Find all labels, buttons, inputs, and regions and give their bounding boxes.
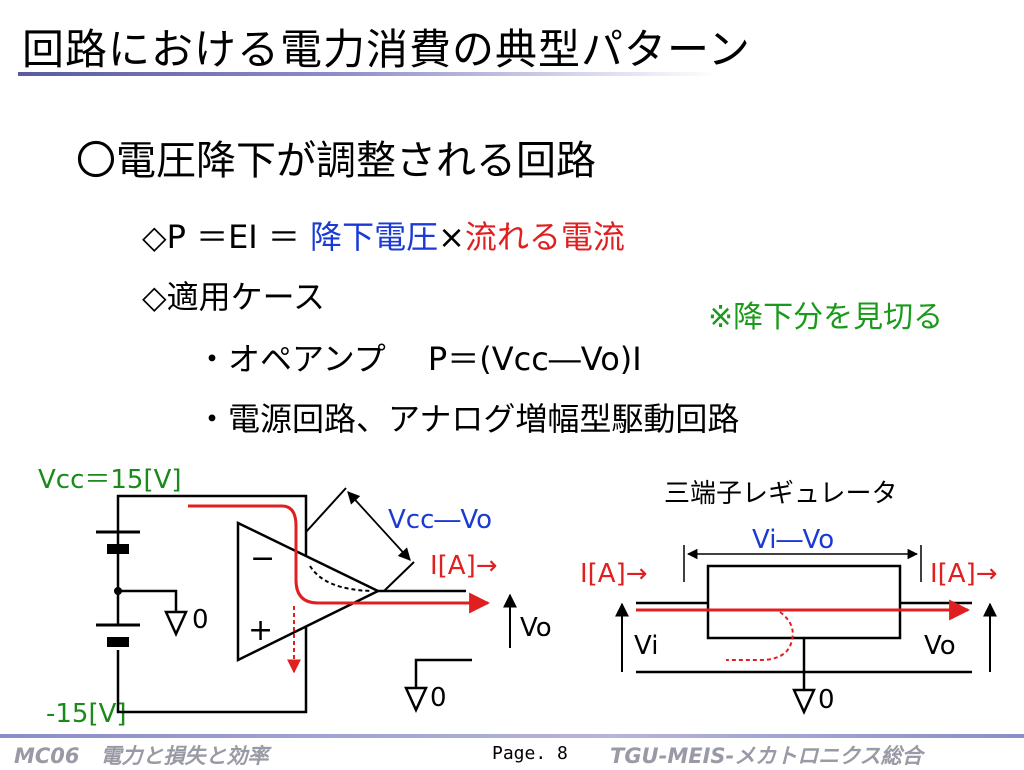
battery-plate xyxy=(107,544,129,554)
reg-ground-label: 0 xyxy=(818,685,835,715)
opamp-plus: + xyxy=(248,613,273,648)
ground-icon xyxy=(404,686,428,714)
reg-drop-label: Vi―Vo xyxy=(752,525,834,555)
cases-label: ◇適用ケース xyxy=(142,278,326,316)
slide-title: 回路における電力消費の典型パターン xyxy=(22,25,751,74)
ground-label-2: 0 xyxy=(430,683,447,713)
opamp-minus: − xyxy=(250,541,275,576)
current-label: I[A]→ xyxy=(430,551,498,581)
ground-icon xyxy=(792,688,816,716)
current-path xyxy=(188,504,491,614)
battery-plate xyxy=(107,637,129,647)
ground-label: 0 xyxy=(192,605,209,635)
drop-arrow xyxy=(347,491,411,561)
power-formula: ◇P ＝EI ＝ 降下電圧×流れる電流 xyxy=(142,212,625,258)
reg-current-out: I[A]→ xyxy=(930,559,998,589)
formula-current: 流れる電流 xyxy=(464,218,625,256)
vo-label: Vo xyxy=(520,613,552,643)
opamp-symbol xyxy=(236,521,381,663)
ground-icon xyxy=(164,610,188,638)
note-text: ※降下分を見切る xyxy=(708,300,944,335)
section-heading: 〇電圧降下が調整される回路 xyxy=(76,138,596,184)
regulator-box xyxy=(706,564,902,640)
reg-current-in: I[A]→ xyxy=(580,559,648,589)
title-underline xyxy=(18,72,718,76)
reg-vo-label: Vo xyxy=(924,631,956,661)
formula-drop-voltage: 降下電圧 xyxy=(310,218,439,256)
opamp-case: ・オペアンプ P＝(Vcc―Vo)I xyxy=(196,340,642,378)
opamp-circuit: Vcc＝15[V] -15[V] 0 − + Vcc―Vo I[A]→ xyxy=(38,465,552,729)
power-circuit-case: ・電源回路、アナログ増幅型駆動回路 xyxy=(196,400,740,438)
formula-times: × xyxy=(438,218,465,256)
regulator-title: 三端子レギュレータ xyxy=(664,479,897,509)
vcc-label: Vcc＝15[V] xyxy=(38,465,182,495)
reg-leak-path xyxy=(726,611,794,661)
neg-supply-label: -15[V] xyxy=(46,699,127,729)
footer-org: TGU-MEIS-メカトロニクス総合 xyxy=(610,744,923,768)
footer-course: MC06 電力と損失と効率 xyxy=(14,744,269,768)
vi-label: Vi xyxy=(634,631,658,661)
footer-bar xyxy=(0,734,1024,738)
regulator-circuit: 三端子レギュレータ Vi―Vo I[A]→ I[A]→ Vi Vo 0 xyxy=(580,479,998,716)
drop-label: Vcc―Vo xyxy=(388,505,492,535)
formula-prefix: ◇P ＝EI ＝ xyxy=(142,218,311,256)
footer-page-number: Page. 8 xyxy=(492,743,568,764)
